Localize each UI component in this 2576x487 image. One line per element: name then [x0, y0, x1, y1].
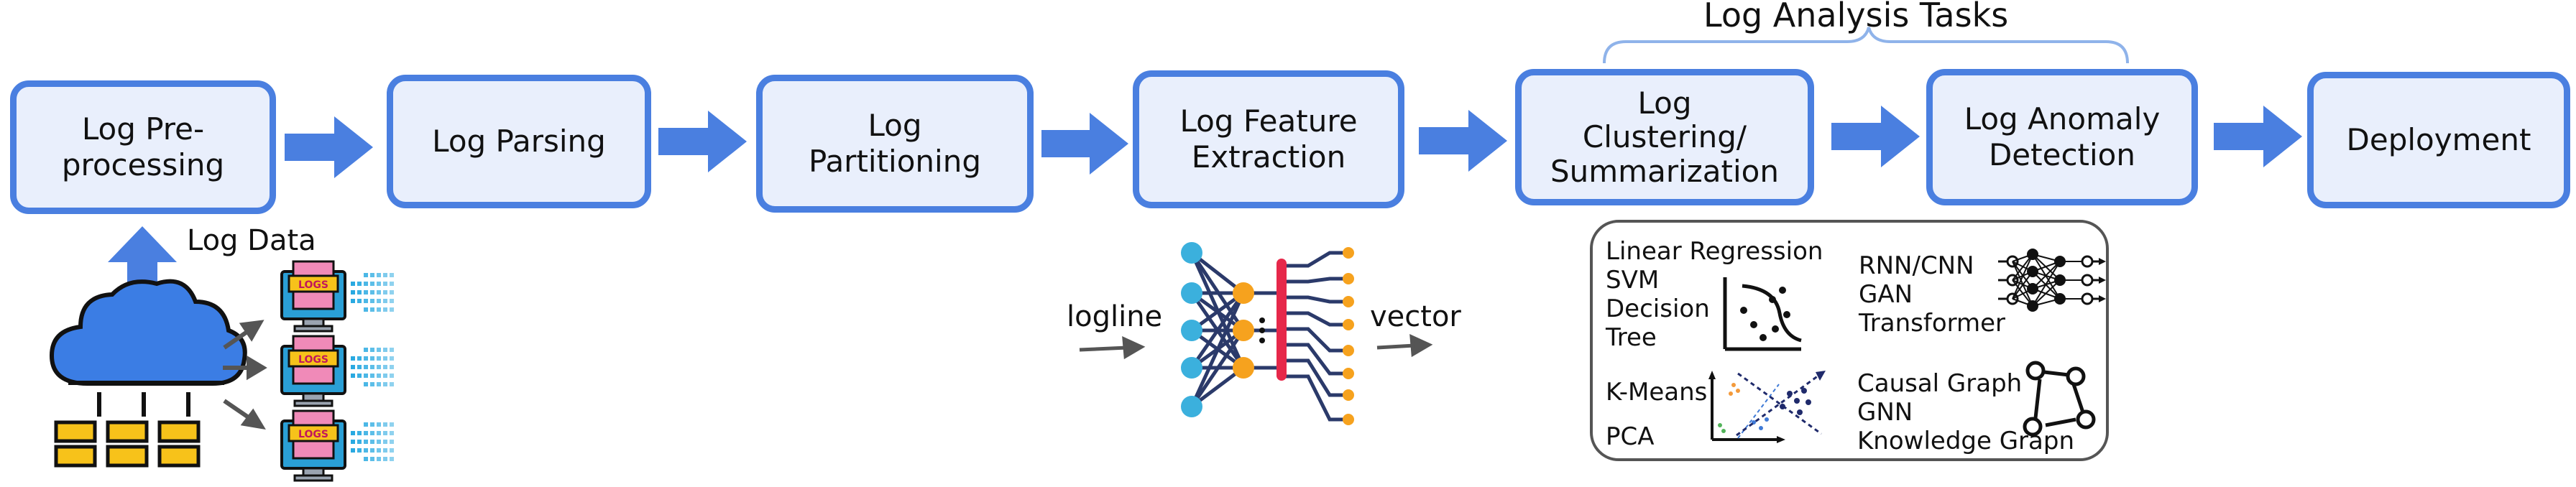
- cloud-server-icon: [49, 279, 247, 468]
- arrow-preprocessing-to-parsing: [285, 116, 373, 178]
- causal-graph-icon: [2023, 361, 2096, 437]
- logs-icon-text: LOGS: [298, 354, 328, 366]
- stage-box-partitioning: Log Partitioning: [756, 75, 1034, 213]
- vector-label: vector: [1370, 300, 1461, 333]
- arrow-logdata-up: [108, 226, 177, 309]
- logs-icon-text: LOGS: [298, 279, 328, 291]
- stage-box-clustering: Log Clustering/ Summarization: [1515, 69, 1814, 205]
- log-monitor-icon: LOGS: [280, 409, 394, 482]
- arrow-clustering-to-anomaly: [1831, 106, 1920, 167]
- logline-label: logline: [1067, 300, 1163, 333]
- stage-box-parsing: Log Parsing: [387, 75, 651, 208]
- stage-box-preprocessing: Log Pre- processing: [10, 80, 276, 214]
- regression-plot-icon: [1723, 277, 1802, 351]
- log-data-label: Log Data: [187, 224, 316, 257]
- arrow-anomaly-to-deployment: [2214, 106, 2302, 167]
- embedding-arrows: [1079, 333, 1433, 360]
- graph-models-text: Causal Graph GNN Knowledge Grapn: [1857, 369, 2074, 456]
- stage-box-feature-extraction: Log Feature Extraction: [1133, 70, 1404, 208]
- kmeans-label: K-Means: [1606, 378, 1708, 407]
- arrow-parsing-to-partitioning: [658, 111, 747, 172]
- analysis-tasks-brace: [1603, 27, 2129, 64]
- flow-arrows: [108, 106, 2302, 309]
- neural-network-icon: [1181, 242, 1354, 425]
- deep-models-text: RNN/CNN GAN Transformer: [1859, 251, 2006, 338]
- log-monitor-icon: LOGS: [280, 335, 394, 407]
- arrow-feature-to-clustering: [1419, 110, 1507, 172]
- clustering-plot-icon: [1708, 371, 1785, 443]
- deep-network-icon: [1998, 249, 2106, 312]
- stage-box-deployment: Deployment: [2307, 72, 2570, 208]
- supervised-models-text: Linear Regression SVM Decision Tree: [1606, 237, 1823, 353]
- logs-icon-text: LOGS: [298, 429, 328, 440]
- pca-plot-icon: [1736, 371, 1826, 437]
- log-monitor-icons: LOGS LOGS LOGS: [280, 260, 394, 482]
- cloud-to-logs-arrows: [223, 320, 267, 430]
- pca-label: PCA: [1606, 422, 1655, 451]
- arrow-partitioning-to-feature: [1041, 113, 1128, 175]
- models-panel: [1590, 220, 2109, 461]
- stage-box-anomaly-detection: Log Anomaly Detection: [1926, 69, 2198, 205]
- log-monitor-icon: LOGS: [280, 260, 394, 333]
- analysis-tasks-title: Log Analysis Tasks: [1703, 0, 2009, 34]
